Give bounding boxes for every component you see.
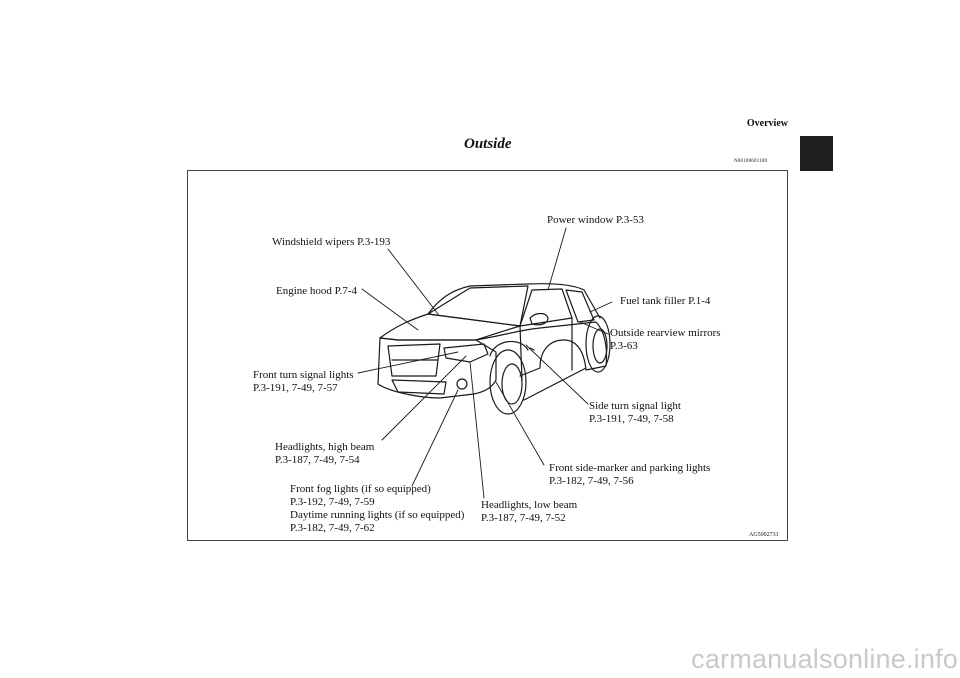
lower-intake bbox=[391, 379, 447, 395]
page-title: Outside bbox=[464, 136, 512, 152]
label-fog: Front fog lights (if so equipped) bbox=[290, 483, 431, 495]
label-drl-page: P.3-182, 7-49, 7-62 bbox=[290, 522, 375, 534]
label-fuel-filler: Fuel tank filler P.1-4 bbox=[620, 295, 711, 307]
label-high-beam-page: P.3-187, 7-49, 7-54 bbox=[275, 454, 360, 466]
label-fog-page: P.3-192, 7-49, 7-59 bbox=[290, 496, 375, 508]
rear-wheel bbox=[585, 315, 611, 373]
label-power-window: Power window P.3-53 bbox=[547, 214, 644, 226]
label-engine-hood: Engine hood P.7-4 bbox=[276, 285, 357, 297]
label-side-turn: Side turn signal light bbox=[589, 400, 681, 412]
label-low-beam: Headlights, low beam bbox=[481, 499, 578, 511]
rear-window bbox=[565, 289, 595, 323]
document-id: N00100601189 bbox=[734, 159, 768, 164]
figure-frame bbox=[187, 170, 788, 541]
headlight bbox=[443, 343, 489, 363]
mirror-shape bbox=[529, 312, 549, 326]
label-front-turn: Front turn signal lights bbox=[253, 369, 354, 381]
section-header: Overview bbox=[746, 118, 788, 129]
label-mirrors-page: P.3-63 bbox=[610, 340, 638, 352]
label-windshield-wipers: Windshield wipers P.3-193 bbox=[272, 236, 391, 248]
label-high-beam: Headlights, high beam bbox=[275, 441, 375, 453]
roof-outline bbox=[427, 283, 601, 319]
front-wheel bbox=[489, 349, 527, 415]
figure-id: AG5002731 bbox=[749, 532, 779, 538]
fog-light bbox=[456, 378, 468, 390]
label-low-beam-page: P.3-187, 7-49, 7-52 bbox=[481, 512, 566, 524]
chapter-tab bbox=[800, 136, 833, 171]
label-mirrors: Outside rearview mirrors bbox=[610, 327, 721, 339]
label-side-turn-page: P.3-191, 7-49, 7-58 bbox=[589, 413, 674, 425]
side-window bbox=[519, 288, 573, 327]
label-drl: Daytime running lights (if so equipped) bbox=[290, 509, 465, 521]
watermark: carmanualsonline.info bbox=[691, 644, 958, 674]
front-fascia bbox=[377, 337, 497, 399]
label-front-turn-page: P.3-191, 7-49, 7-57 bbox=[253, 382, 338, 394]
label-side-marker: Front side-marker and parking lights bbox=[549, 462, 711, 474]
label-side-marker-page: P.3-182, 7-49, 7-56 bbox=[549, 475, 634, 487]
